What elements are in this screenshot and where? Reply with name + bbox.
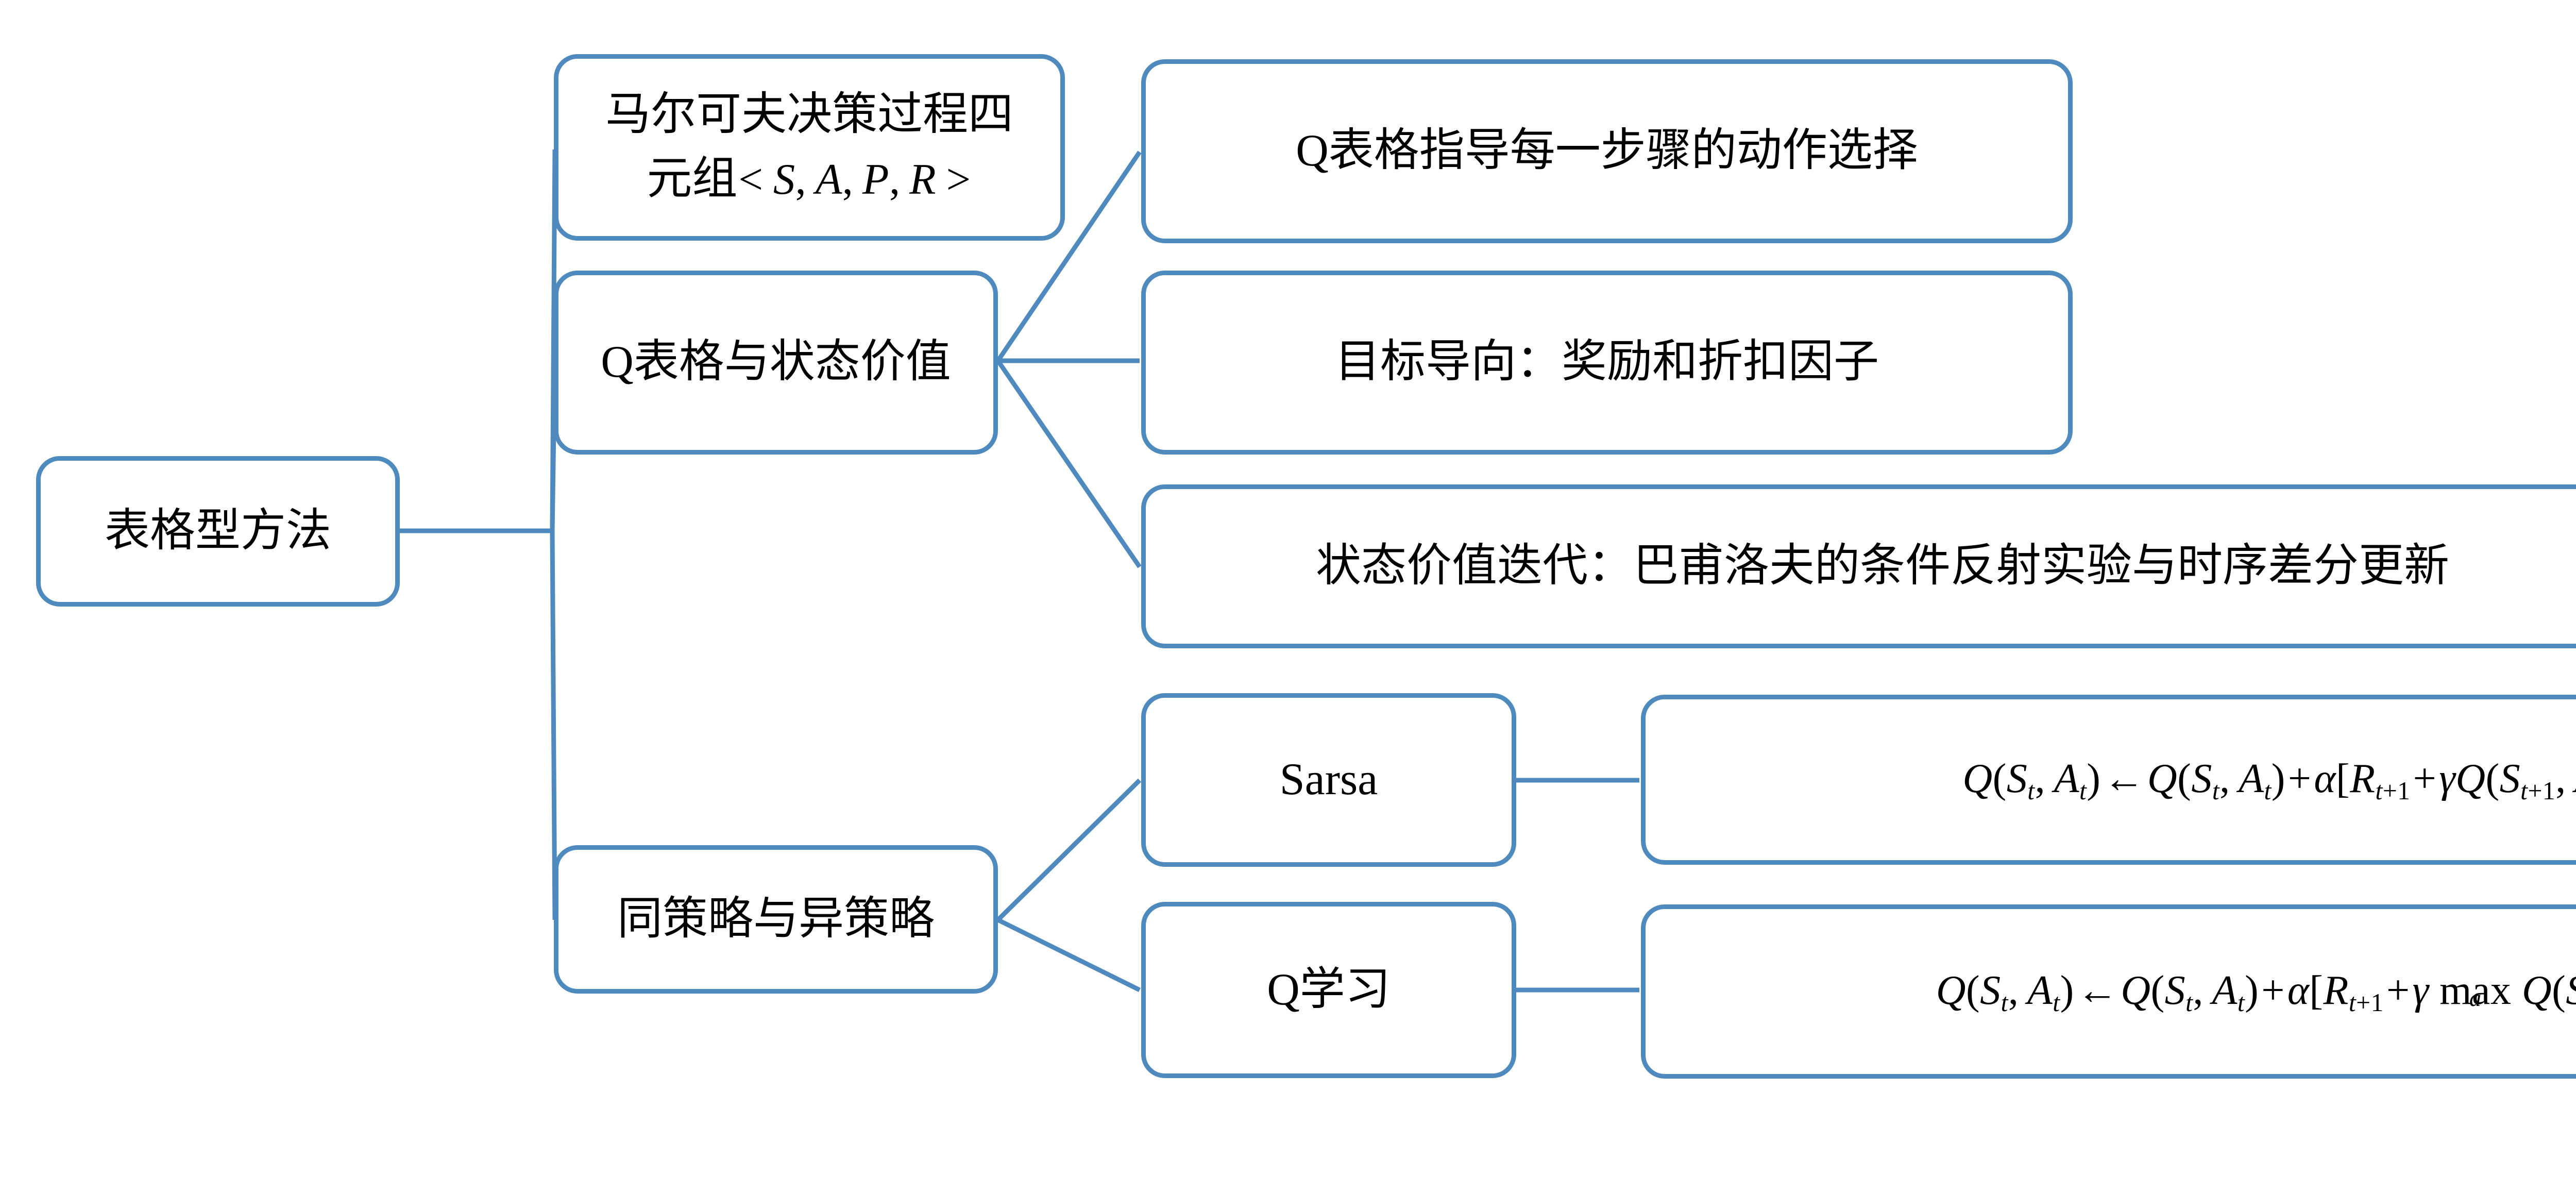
edge-qtable-to-leaf-value [996, 359, 1142, 568]
node-sarsa-equation[interactable]: Q(St, At)←Q(St, At)+α[Rt+1+γQ(St+1, At+1… [1641, 695, 2576, 865]
node-qlearning-label: Q学习 [1267, 964, 1391, 1015]
node-root[interactable]: 表格型方法 [36, 456, 400, 607]
node-mdp-line1: 马尔可夫决策过程四 [605, 90, 1013, 140]
edge-policy-to-qlearning [997, 917, 1141, 993]
node-sarsa-label: Sarsa [1279, 754, 1378, 805]
node-leaf-action-label: Q表格指导每一步骤的动作选择 [1296, 126, 1918, 176]
node-on-policy-off-policy[interactable]: 同策略与异策略 [554, 845, 998, 994]
node-leaf-goal-label: 目标导向：奖励和折扣因子 [1334, 337, 1879, 388]
node-action-selection[interactable]: Q表格指导每一步骤的动作选择 [1141, 59, 2073, 243]
node-sarsa[interactable]: Sarsa [1141, 693, 1516, 867]
node-leaf-value-label: 状态价值迭代：巴甫洛夫的条件反射实验与时序差分更新 [1315, 541, 2449, 591]
edge-root-to-policy [550, 530, 557, 920]
edge-qtable-to-leaf-action [996, 150, 1142, 362]
node-state-value-iteration[interactable]: 状态价值迭代：巴甫洛夫的条件反射实验与时序差分更新 [1141, 484, 2576, 648]
node-q-learning[interactable]: Q学习 [1141, 902, 1516, 1078]
sarsa-equation-expression: Q(St, At)←Q(St, At)+α[Rt+1+γQ(St+1, At+1… [1962, 756, 2576, 805]
node-mdp-line2-prefix: 元组 [647, 154, 738, 204]
node-mdp-tuple-expr: < S, A, P, R > [738, 156, 971, 204]
node-root-label: 表格型方法 [104, 506, 331, 556]
node-goal-reward-discount[interactable]: 目标导向：奖励和折扣因子 [1141, 271, 2073, 455]
node-qtable-label: Q表格与状态价值 [601, 337, 951, 388]
node-q-table-and-state-value[interactable]: Q表格与状态价值 [554, 271, 998, 455]
node-mdp-tuple[interactable]: 马尔可夫决策过程四 元组< S, A, P, R > [554, 54, 1065, 241]
node-policy-label: 同策略与异策略 [617, 894, 935, 944]
edge-policy-to-sarsa [996, 778, 1142, 922]
